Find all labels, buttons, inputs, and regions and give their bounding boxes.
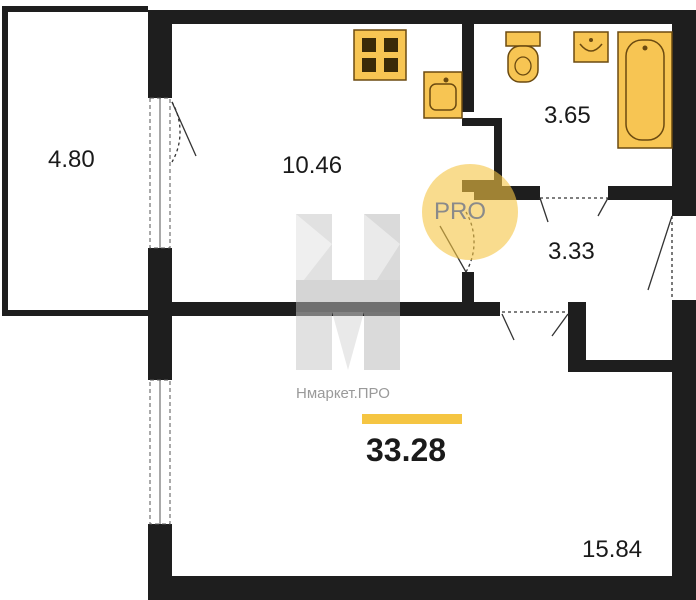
balcony-area-label: 4.80	[48, 146, 95, 173]
walls	[2, 6, 696, 600]
living-room-area-label: 15.84	[582, 536, 643, 563]
kitchen-sink-icon	[423, 71, 463, 119]
door-icon	[539, 197, 609, 223]
washbasin-icon	[573, 31, 609, 63]
bathtub-icon	[617, 31, 673, 149]
watermark-brand-text: Нмаркет.ПРО	[296, 385, 390, 402]
total-area-value: 33.28	[366, 432, 447, 468]
kitchen-area-label: 10.46	[282, 152, 343, 179]
door-icon	[647, 215, 673, 300]
pro-badge-circle	[422, 164, 518, 260]
door-icon	[501, 311, 569, 341]
toilet-icon	[505, 31, 541, 83]
window-icon	[149, 97, 171, 525]
watermark-logo	[296, 214, 400, 370]
hall-area-label: 3.33	[548, 238, 595, 265]
bathroom-area-label: 3.65	[544, 102, 591, 129]
total-area-accent-bar	[362, 414, 462, 424]
stove-icon	[353, 29, 407, 81]
watermark-badge-text: PRO	[434, 198, 487, 225]
door-icon	[171, 101, 197, 163]
